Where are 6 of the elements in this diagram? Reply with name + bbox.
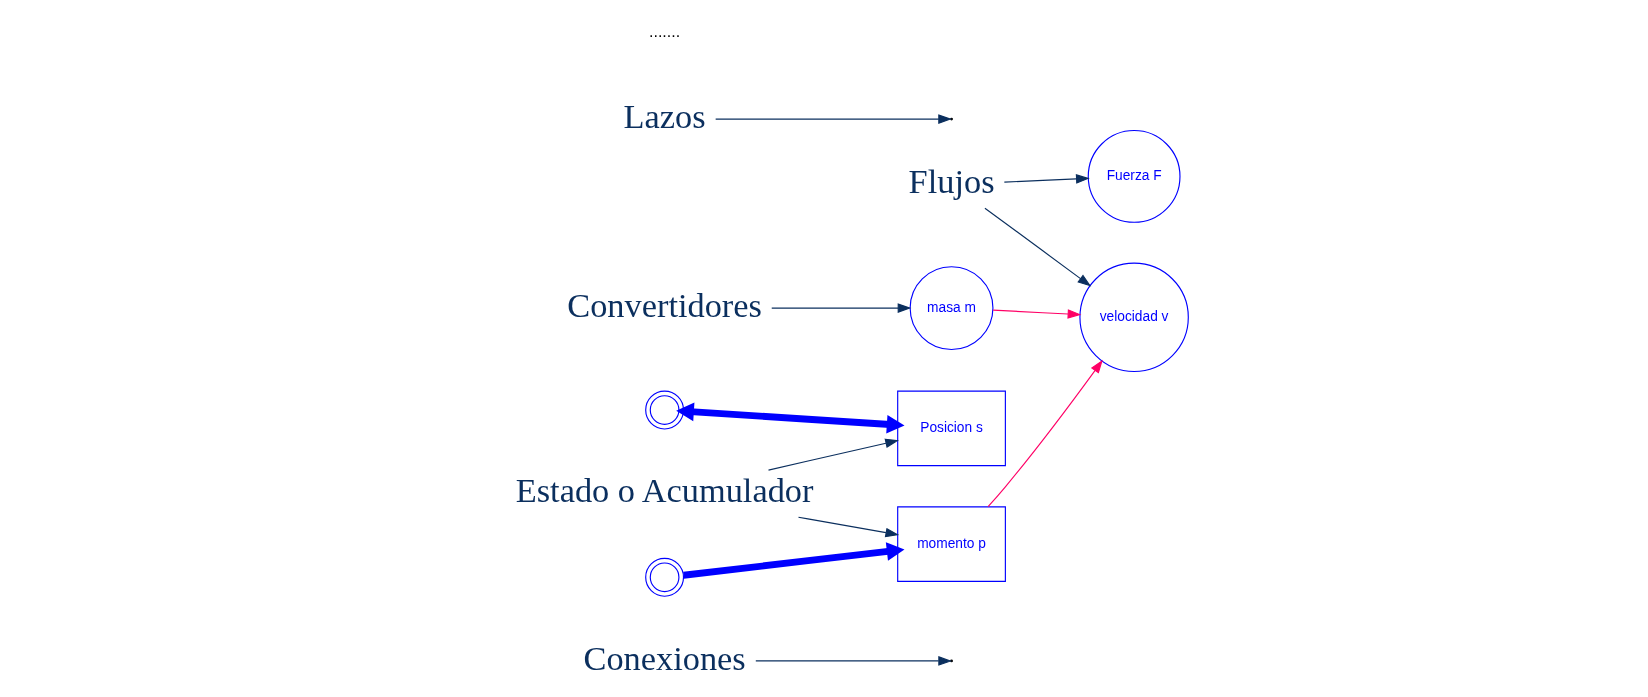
node-text: Lazos	[623, 96, 706, 135]
node-text: Estado o Acumulador	[515, 471, 813, 510]
node-text: Flujos	[908, 162, 995, 200]
node-text: Conexiones	[582, 638, 746, 677]
label: .......	[648, 22, 680, 41]
node-text: Convertidores	[566, 285, 762, 324]
